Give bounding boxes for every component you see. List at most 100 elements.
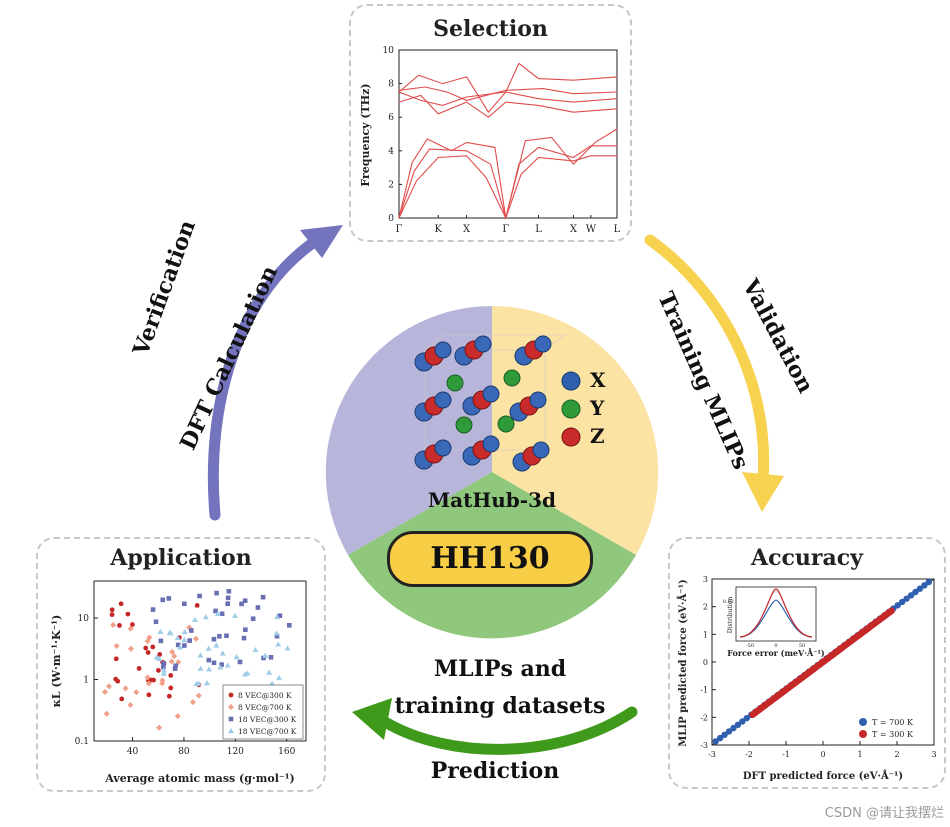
atom-x (534, 335, 552, 353)
phonon-band (398, 86, 618, 101)
parity-point-700k (912, 588, 919, 596)
kappa-point (214, 610, 221, 617)
kappa-point (105, 683, 112, 690)
parity-point-700k (921, 582, 928, 589)
kappa-point (156, 667, 161, 673)
kappa-legend-marker (228, 692, 234, 698)
kappa-point (153, 619, 159, 625)
watermark: CSDN @请让我摆烂 (824, 806, 944, 821)
validation-arrow (644, 234, 770, 486)
parity-point-700k (916, 585, 924, 592)
kappa-point (277, 613, 283, 618)
atom-x (529, 391, 547, 409)
kappa-point (160, 667, 167, 673)
atom-x (532, 441, 550, 459)
kappa-xtick: 120 (227, 747, 244, 757)
kappa-point (255, 605, 261, 610)
kappa-point (217, 664, 224, 670)
atom-y (455, 416, 473, 434)
legend-z-label: Z (590, 424, 605, 448)
kappa-point (115, 678, 121, 684)
kappa-point (274, 633, 280, 639)
kappa-point (261, 655, 266, 661)
parity-xtick: 0 (820, 750, 825, 759)
kappa-point (166, 693, 172, 699)
kappa-point (174, 713, 181, 720)
parity-point-700k (925, 578, 933, 586)
kappa-point (226, 589, 232, 594)
atom-x (474, 335, 492, 353)
kappa-ytick: 0.1 (75, 737, 89, 747)
kappa-point (224, 662, 231, 668)
parity-point-700k (903, 595, 910, 602)
inset-ytick: 0.02 (723, 599, 734, 605)
kappa-point (206, 666, 213, 672)
phonon-xtick: K (434, 224, 442, 235)
phonon-band (398, 94, 618, 118)
kappa-point (197, 593, 202, 599)
parity-ytick: -2 (700, 713, 708, 722)
kappa-point (157, 628, 164, 635)
kappa-point (169, 648, 176, 655)
parity-point-700k (730, 724, 737, 732)
parity-point-700k (739, 718, 746, 725)
kappa-point (161, 664, 166, 670)
kappa-point (127, 625, 134, 632)
kappa-point (175, 642, 181, 648)
kappa-point (122, 685, 129, 692)
kappa-point (110, 621, 117, 628)
kappa-point (273, 630, 280, 636)
kappa-point (189, 699, 196, 706)
phonon-ytick: 8 (388, 80, 394, 90)
kappa-point (128, 645, 135, 652)
phonon-ytick: 10 (383, 46, 395, 56)
legend-300k-marker (859, 730, 867, 738)
kappa-point (225, 601, 231, 607)
prediction-arrowhead (352, 698, 392, 740)
parity-ytick: 0 (703, 658, 708, 667)
kappa-point (219, 662, 224, 667)
kappa-point (168, 673, 174, 678)
inset-xtick-pos: 50 (799, 643, 805, 649)
parity-xtick: -2 (745, 750, 753, 759)
kappa-point (187, 638, 192, 643)
kappa-legend-marker (228, 716, 234, 722)
kappa-point (214, 590, 219, 596)
kappa-point (181, 628, 188, 635)
phonon-ytick: 0 (388, 214, 394, 224)
kappa-point (239, 601, 244, 607)
kappa-point (219, 650, 226, 656)
parity-ytick: 1 (703, 630, 708, 639)
kappa-point (274, 613, 281, 620)
kappa-point (269, 680, 276, 686)
kappa-point (250, 616, 256, 622)
validation-arrowhead (742, 472, 784, 512)
kappa-point (244, 670, 251, 676)
phonon-xtick: L (614, 224, 621, 235)
inset-curve-blue (739, 599, 813, 638)
atom-x (434, 391, 452, 409)
atom-y (503, 369, 521, 387)
kappa-point (172, 666, 178, 671)
badge-label: HH130 (430, 541, 550, 576)
kappa-point (145, 650, 151, 655)
kappa-point (266, 669, 273, 675)
kappa-point (252, 646, 259, 653)
parity-point-700k (898, 598, 906, 606)
kappa-point (217, 633, 222, 639)
kappa-point (195, 692, 202, 699)
inset-curve-red (739, 588, 813, 638)
mlips-label: MLIPs and (433, 656, 567, 682)
inset-ylabel: Distribution (727, 597, 734, 634)
kappa-point (156, 655, 163, 661)
kappa-point (117, 623, 122, 628)
kappa-point (133, 689, 140, 696)
kappa-point (119, 696, 125, 702)
kappa-point (127, 702, 134, 709)
kappa-point (211, 636, 217, 642)
kappa-point (206, 657, 212, 663)
parity-ytick: -1 (700, 686, 708, 695)
kappa-point (171, 653, 178, 660)
crystal-structure-icon (414, 334, 566, 472)
